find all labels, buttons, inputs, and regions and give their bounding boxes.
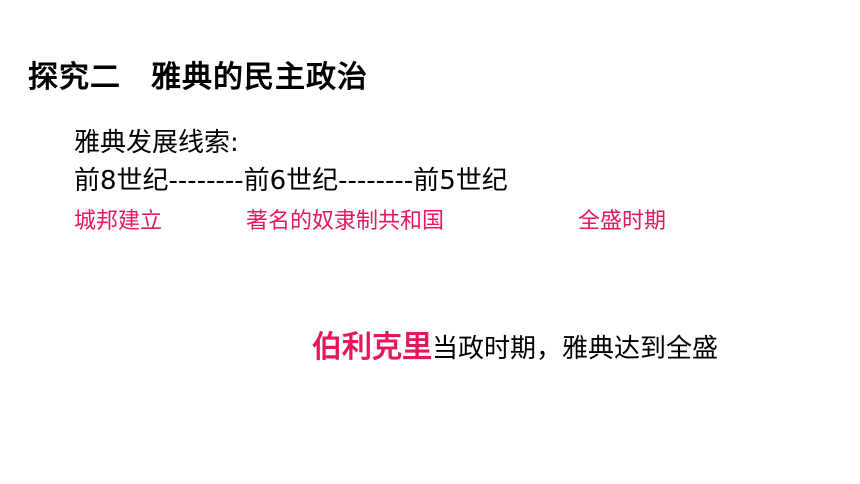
title-part1: 探究二: [28, 60, 121, 95]
person-name: 伯利克里: [312, 330, 432, 365]
slide-title: 探究二雅典的民主政治: [28, 52, 368, 96]
highlight-line: 伯利克里当政时期，雅典达到全盛: [312, 322, 718, 366]
clue-label: 雅典发展线索:: [74, 128, 239, 158]
stage-city-state: 城邦建立: [74, 209, 163, 234]
timeline-text: 前8世纪--------前6世纪--------前5世纪: [74, 166, 508, 196]
highlight-sentence: 当政时期，雅典达到全盛: [432, 334, 719, 364]
title-part2: 雅典的民主政治: [151, 60, 368, 95]
stage-golden-age: 全盛时期: [578, 209, 667, 234]
stage-republic: 著名的奴隶制共和国: [246, 209, 445, 234]
